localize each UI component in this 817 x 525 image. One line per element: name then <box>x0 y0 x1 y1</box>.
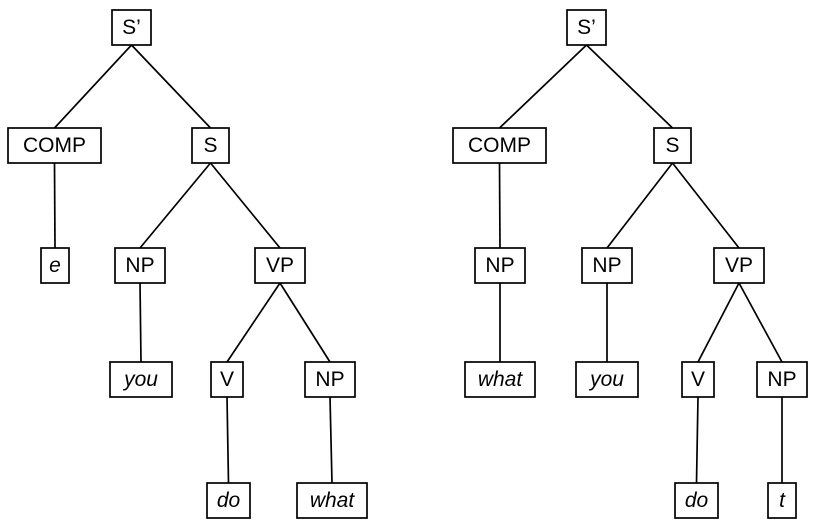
tree-edge <box>139 162 212 249</box>
tree-edge <box>226 282 281 363</box>
node-v: V <box>681 361 715 398</box>
node-box <box>296 482 368 519</box>
node-box <box>111 9 152 46</box>
node-label: e <box>49 254 61 277</box>
tree-edge <box>695 396 699 484</box>
node-box <box>254 247 306 284</box>
terminal-node-t: t <box>767 482 797 519</box>
node-label: NP <box>125 254 154 277</box>
tree-edge <box>53 162 56 249</box>
node-box <box>653 127 692 164</box>
terminal-node-you: you <box>109 361 173 398</box>
node-label: NP <box>485 254 514 277</box>
node-label: S <box>665 134 679 157</box>
tree-edge <box>606 162 674 249</box>
node-s: S <box>653 127 692 164</box>
node-box <box>575 361 639 398</box>
node-label: NP <box>315 368 344 391</box>
node-box <box>756 361 808 398</box>
tree-edge <box>671 162 740 249</box>
terminal-node-do: do <box>206 482 251 519</box>
tree-edge <box>139 282 142 363</box>
node-box <box>713 247 765 284</box>
node-np: NP <box>474 247 526 284</box>
terminal-node-what: what <box>464 361 536 398</box>
node-comp: COMP <box>7 127 102 164</box>
node-box <box>767 482 797 519</box>
node-label: do <box>685 489 709 512</box>
tree-edge <box>279 282 331 363</box>
right-tree: S’ COMP S NP NP VP what you V NP do t <box>452 9 808 519</box>
tree-edge <box>738 282 783 363</box>
node-box <box>464 361 536 398</box>
tree-edge <box>697 282 740 363</box>
node-box <box>674 482 719 519</box>
node-np: NP <box>114 247 166 284</box>
node-box <box>210 361 244 398</box>
node-box <box>581 247 633 284</box>
node-np: NP <box>756 361 808 398</box>
tree-edge <box>53 44 133 129</box>
node-label: NP <box>767 368 796 391</box>
tree-edge <box>130 44 212 129</box>
node-label: V <box>220 368 234 391</box>
node-label: COMP <box>468 134 531 157</box>
node-label: NP <box>592 254 621 277</box>
edge-group <box>53 44 333 484</box>
node-box <box>304 361 356 398</box>
node-label: V <box>691 368 705 391</box>
node-vp: VP <box>713 247 765 284</box>
tree-edge <box>498 162 501 249</box>
node-box <box>40 247 70 284</box>
node-label: S’ <box>122 16 141 39</box>
node-box <box>191 127 230 164</box>
node-vp: VP <box>254 247 306 284</box>
node-label: you <box>122 368 158 391</box>
tree-edge <box>329 396 333 484</box>
node-np: NP <box>304 361 356 398</box>
node-label: COMP <box>23 134 86 157</box>
node-label: t <box>779 489 786 512</box>
edge-group <box>498 44 783 484</box>
node-box <box>566 9 607 46</box>
node-label: S <box>203 134 217 157</box>
node-box <box>452 127 547 164</box>
tree-edge <box>209 162 281 249</box>
terminal-node-do: do <box>674 482 719 519</box>
node-box <box>109 361 173 398</box>
node-sbar: S’ <box>111 9 152 46</box>
tree-edge <box>498 44 588 129</box>
node-v: V <box>210 361 244 398</box>
node-np: NP <box>581 247 633 284</box>
node-box <box>474 247 526 284</box>
terminal-node-e: e <box>40 247 70 284</box>
node-box <box>7 127 102 164</box>
node-sbar: S’ <box>566 9 607 46</box>
terminal-node-what: what <box>296 482 368 519</box>
node-label: S’ <box>577 16 596 39</box>
node-label: you <box>588 368 624 391</box>
node-box <box>114 247 166 284</box>
node-comp: COMP <box>452 127 547 164</box>
node-label: do <box>217 489 241 512</box>
node-box <box>206 482 251 519</box>
terminal-node-you: you <box>575 361 639 398</box>
node-label: what <box>478 368 524 391</box>
node-s: S <box>191 127 230 164</box>
node-label: VP <box>266 254 294 277</box>
tree-edge <box>226 396 230 484</box>
node-label: VP <box>725 254 753 277</box>
node-box <box>681 361 715 398</box>
tree-edge <box>585 44 674 129</box>
node-label: what <box>310 489 356 512</box>
